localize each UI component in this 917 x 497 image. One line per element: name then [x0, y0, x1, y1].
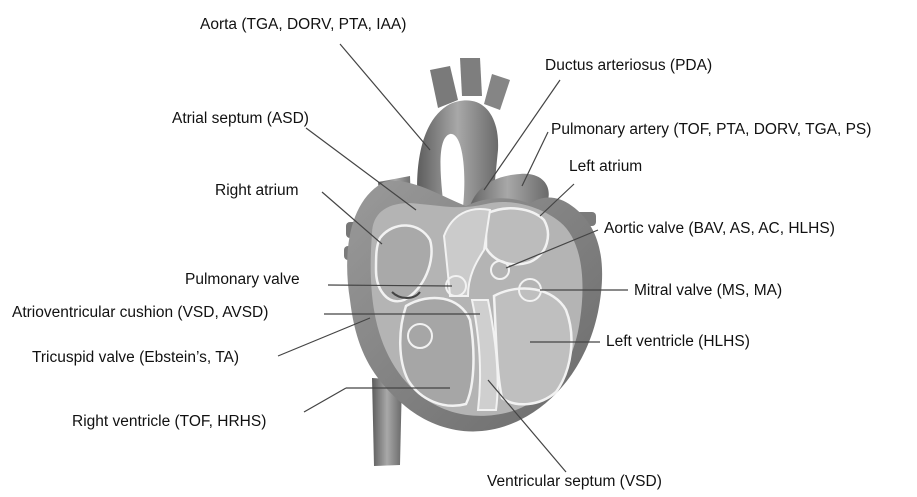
leader-aorta: [340, 44, 430, 150]
aortic-branch-2: [460, 58, 482, 96]
label-ductus-arteriosus: Ductus arteriosus (PDA): [545, 57, 712, 75]
label-ventricular-septum: Ventricular septum (VSD): [487, 473, 662, 491]
label-mitral-valve: Mitral valve (MS, MA): [634, 282, 782, 300]
aortic-branch-3: [484, 74, 510, 110]
label-aortic-valve: Aortic valve (BAV, AS, AC, HLHS): [604, 220, 835, 238]
label-tricuspid-valve: Tricuspid valve (Ebstein’s, TA): [32, 349, 239, 367]
leader-right-ventricle: [304, 388, 346, 412]
label-av-cushion: Atrioventricular cushion (VSD, AVSD): [12, 304, 268, 322]
left-ventricle-outline: [494, 288, 571, 404]
label-left-ventricle: Left ventricle (HLHS): [606, 333, 750, 351]
left-atrium-outline: [486, 208, 548, 264]
label-right-ventricle: Right ventricle (TOF, HRHS): [72, 413, 266, 431]
aortic-branch-1: [430, 66, 458, 108]
label-pulmonary-valve: Pulmonary valve: [185, 271, 300, 289]
label-aorta: Aorta (TGA, DORV, PTA, IAA): [200, 16, 406, 34]
leader-atrial-septum: [306, 128, 416, 210]
label-left-atrium: Left atrium: [569, 158, 642, 176]
leader-tricuspid-valve: [278, 318, 370, 356]
label-pulmonary-artery: Pulmonary artery (TOF, PTA, DORV, TGA, P…: [551, 121, 871, 139]
label-atrial-septum: Atrial septum (ASD): [172, 110, 309, 128]
label-right-atrium: Right atrium: [215, 182, 299, 200]
